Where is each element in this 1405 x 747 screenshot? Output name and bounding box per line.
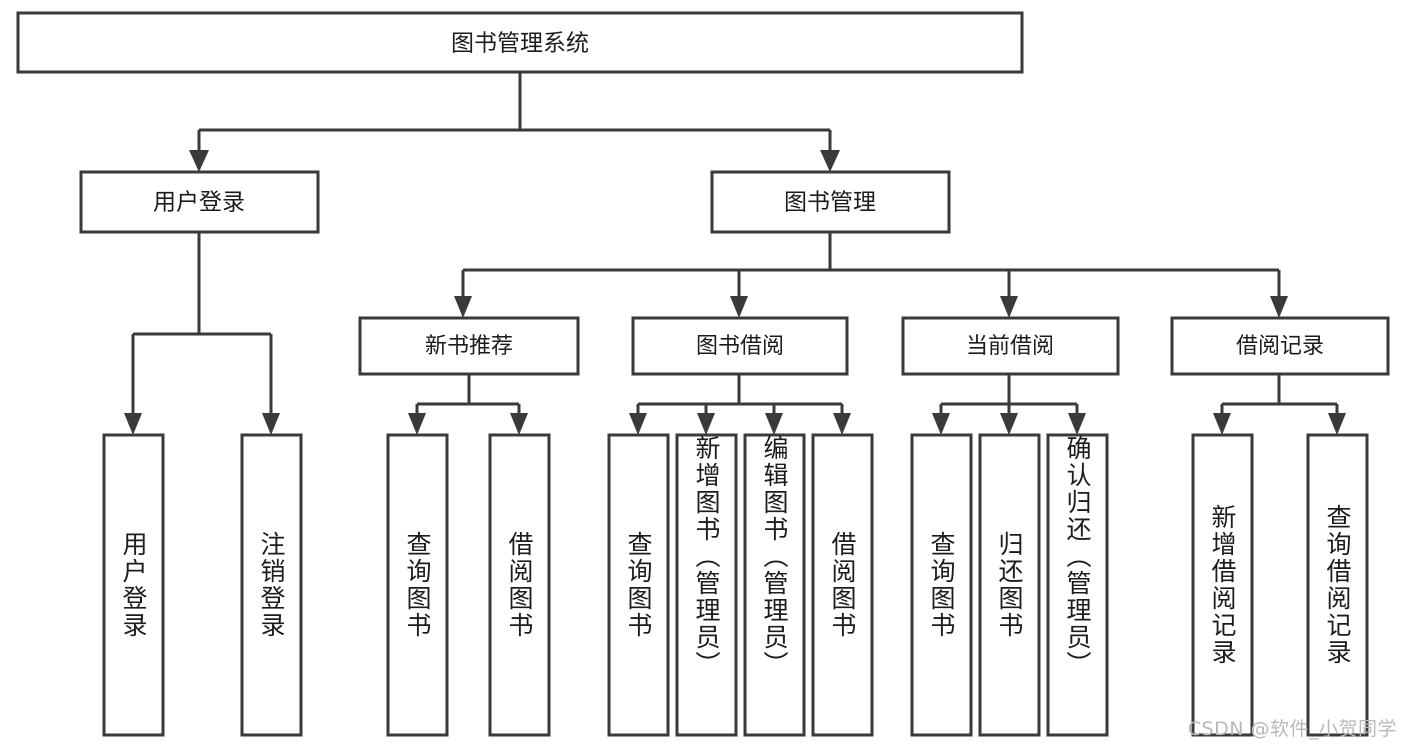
arrow-head-leaf-record-1 bbox=[1328, 413, 1346, 435]
arrow-head-level3-1 bbox=[730, 296, 748, 318]
arrow-head-level3-3 bbox=[1270, 296, 1288, 318]
node-borrow-record[interactable] bbox=[1170, 316, 1390, 376]
arrow-head-book-manage bbox=[820, 150, 840, 172]
node-book-borrow[interactable] bbox=[631, 316, 849, 376]
arrow-head-leaf-borrow-0 bbox=[629, 413, 647, 435]
node-current-borrow-label: 当前借阅 bbox=[966, 334, 1054, 359]
arrow-head-leaf-user-login-1 bbox=[262, 413, 280, 435]
arrow-head-leaf-user-login-0 bbox=[124, 413, 142, 435]
node-leaf-borrow-edit-book[interactable] bbox=[743, 433, 806, 737]
node-new-book-recommend-label: 新书推荐 bbox=[425, 334, 513, 359]
arrow-head-leaf-recommend-0 bbox=[408, 413, 426, 435]
arrow-head-leaf-current-2 bbox=[1068, 413, 1086, 435]
node-new-book-recommend[interactable] bbox=[358, 316, 580, 376]
connector-layer bbox=[124, 72, 1346, 435]
watermark-text: CSDN @软件_小贺同学 bbox=[1187, 718, 1397, 740]
arrow-head-leaf-borrow-3 bbox=[833, 413, 851, 435]
arrow-head-leaf-current-0 bbox=[932, 413, 950, 435]
node-root-system[interactable] bbox=[16, 11, 1024, 74]
node-leaf-borrow-add-book[interactable] bbox=[675, 433, 738, 737]
node-current-borrow[interactable] bbox=[901, 316, 1120, 376]
arrow-head-level3-0 bbox=[454, 296, 472, 318]
arrow-head-leaf-record-0 bbox=[1213, 413, 1231, 435]
node-book-borrow-label: 图书借阅 bbox=[696, 334, 784, 359]
node-leaf-user-login-login[interactable] bbox=[102, 433, 165, 737]
node-leaf-record-query-record[interactable] bbox=[1306, 433, 1369, 737]
node-leaf-record-add-record[interactable] bbox=[1191, 433, 1254, 737]
node-user-login[interactable] bbox=[79, 170, 320, 234]
arrow-head-user-login bbox=[189, 150, 209, 172]
node-leaf-recommend-query-book[interactable] bbox=[386, 433, 449, 737]
node-borrow-record-label: 借阅记录 bbox=[1236, 334, 1324, 359]
node-leaf-user-login-logout[interactable] bbox=[240, 433, 303, 737]
node-leaf-current-return-book[interactable] bbox=[978, 433, 1041, 737]
arrow-head-leaf-borrow-2 bbox=[765, 413, 783, 435]
arrow-head-leaf-recommend-1 bbox=[510, 413, 528, 435]
node-leaf-borrow-borrow-book[interactable] bbox=[811, 433, 874, 737]
node-book-management-label: 图书管理 bbox=[784, 190, 876, 216]
node-book-management[interactable] bbox=[710, 170, 951, 234]
node-layer: 图书管理系统 用户登录 图书管理 新书推荐 图书借阅 当前借阅 借阅记录 bbox=[16, 11, 1390, 737]
node-leaf-current-query-book[interactable] bbox=[910, 433, 973, 737]
arrow-head-leaf-current-1 bbox=[1000, 413, 1018, 435]
arrow-head-level3-2 bbox=[1000, 296, 1018, 318]
node-leaf-recommend-borrow-book[interactable] bbox=[488, 433, 551, 737]
arrow-head-leaf-borrow-1 bbox=[697, 413, 715, 435]
node-leaf-current-confirm-return[interactable] bbox=[1046, 433, 1109, 737]
node-leaf-borrow-query-book[interactable] bbox=[607, 433, 670, 737]
node-user-login-label: 用户登录 bbox=[153, 190, 245, 216]
node-root-system-label: 图书管理系统 bbox=[451, 31, 589, 57]
